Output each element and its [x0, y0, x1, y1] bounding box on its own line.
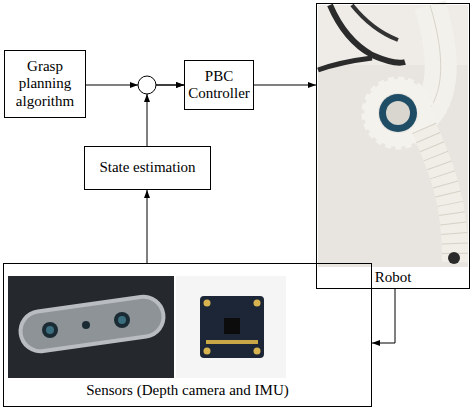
node-label: Grasp planning algorithm [11, 58, 79, 110]
signal-arrow [254, 82, 316, 88]
summing-junction [138, 76, 156, 94]
junction-arrowhead [144, 94, 150, 102]
robot-box: Robot [316, 3, 470, 289]
connector-line [372, 289, 395, 343]
process-box: Grasp planning algorithm [4, 50, 86, 118]
arrowhead [372, 340, 380, 346]
connector-line [254, 85, 316, 86]
robot-photo [318, 5, 468, 267]
node-label: State estimation [99, 159, 195, 176]
process-box: PBC Controller [184, 60, 254, 110]
arrowhead [176, 82, 184, 88]
node-label: Robot [375, 269, 412, 286]
node-label: PBC Controller [187, 68, 251, 103]
node-label: Sensors (Depth camera and IMU) [86, 382, 288, 399]
imu-board-photo [176, 276, 286, 378]
arrowhead [144, 190, 150, 198]
process-box: State estimation [84, 146, 211, 190]
arrowhead [308, 82, 316, 88]
depth-camera-photo [8, 276, 174, 378]
arrowhead [176, 82, 184, 88]
junction-arrowhead [130, 82, 138, 88]
signal-arrow [144, 190, 150, 263]
signal-arrow [372, 289, 395, 346]
sensor-box: Sensors (Depth camera and IMU) [3, 263, 372, 407]
connector-line [147, 190, 148, 263]
connector-line [147, 85, 184, 146]
